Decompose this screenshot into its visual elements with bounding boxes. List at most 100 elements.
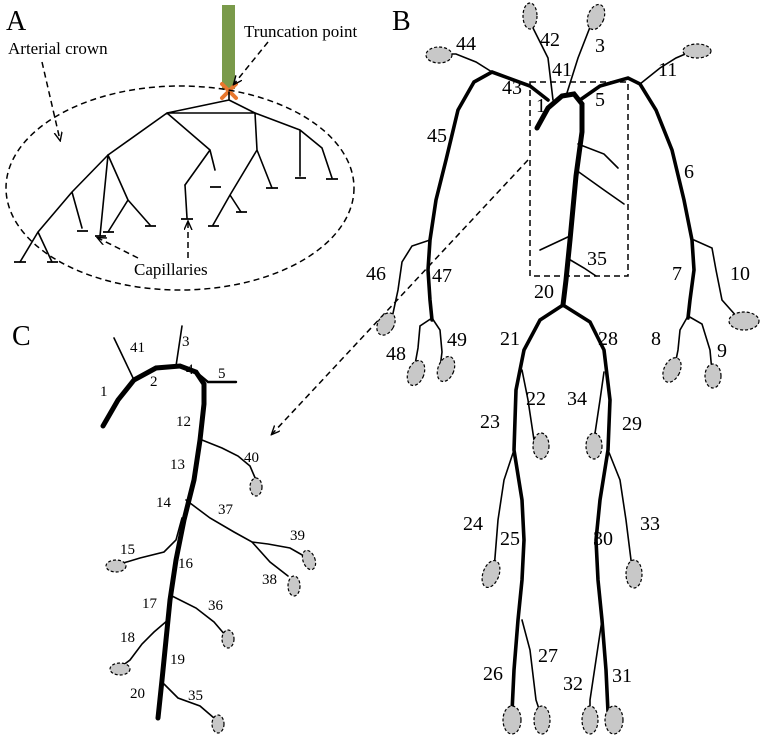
- label-b-7: 7: [672, 263, 682, 285]
- panel-a-label: A: [6, 6, 27, 37]
- label-b-10: 10: [730, 263, 750, 285]
- label-c-20: 20: [130, 686, 145, 702]
- vessel-27: [521, 619, 541, 713]
- label-b-42: 42: [540, 29, 560, 51]
- zoom-region-box: [529, 81, 629, 277]
- vessel-c-40: [201, 439, 257, 481]
- zoom-arrow: [272, 159, 529, 434]
- truncated-vessel: [222, 5, 235, 89]
- vessel-3: [565, 21, 593, 97]
- vessel-c-38: [251, 541, 289, 577]
- vessel-22: [521, 369, 535, 441]
- label-b-20: 20: [534, 281, 554, 303]
- vessel-33: [607, 449, 633, 569]
- arterial-crown-label: Arterial crown: [8, 39, 108, 58]
- label-b-32: 32: [563, 673, 583, 695]
- label-b-8: 8: [651, 328, 661, 350]
- label-b-33: 33: [640, 513, 660, 535]
- label-b-44: 44: [456, 33, 476, 55]
- label-b-9: 9: [717, 340, 727, 362]
- label-c-40: 40: [244, 450, 259, 466]
- label-b-34: 34: [567, 388, 587, 410]
- vessel-11: [639, 51, 691, 85]
- vascular-beds-b: [376, 2, 760, 735]
- aorta: [534, 91, 585, 308]
- label-c-14: 14: [156, 495, 172, 511]
- arterial-crown-arrow: [41, 61, 60, 140]
- arterial-crown-outline: [5, 85, 355, 291]
- truncation-marker-icon: [220, 82, 238, 100]
- vessel-6: [578, 76, 696, 320]
- vessel-left-leg: [510, 303, 565, 714]
- label-b-46: 46: [366, 263, 386, 285]
- label-c-37: 37: [218, 502, 234, 518]
- vessel-right-leg: [561, 303, 612, 714]
- vascular-beds-c: [105, 477, 317, 734]
- label-b-27: 27: [538, 645, 558, 667]
- label-b-11: 11: [658, 59, 677, 81]
- label-b-24: 24: [463, 513, 483, 535]
- label-b-41: 41: [552, 59, 572, 81]
- vessel-branch-15: [539, 235, 571, 251]
- label-b-6: 6: [684, 161, 694, 183]
- label-b-35: 35: [587, 248, 607, 270]
- label-b-28: 28: [598, 328, 618, 350]
- label-b-48: 48: [386, 343, 406, 365]
- label-b-30: 30: [593, 528, 613, 550]
- label-c-39: 39: [290, 528, 305, 544]
- label-b-45: 45: [427, 125, 447, 147]
- vessel-24: [493, 449, 515, 571]
- panel-b-label: B: [392, 6, 411, 37]
- label-b-22: 22: [526, 388, 546, 410]
- vessel-48: [413, 317, 433, 371]
- label-b-43: 43: [502, 77, 522, 99]
- capillaries-label: Capillaries: [134, 260, 208, 279]
- label-b-5: 5: [595, 89, 605, 111]
- label-c-38: 38: [262, 572, 277, 588]
- vessel-c-15: [119, 517, 183, 565]
- vessel-c-36: [171, 595, 227, 637]
- label-b-1: 1: [536, 95, 546, 117]
- label-b-23: 23: [480, 411, 500, 433]
- vessel-labels-c: 1 2 3 4 5 12 13 14 15 16 17 18 19 20 35 …: [100, 334, 305, 704]
- label-b-47: 47: [432, 265, 452, 287]
- label-c-5: 5: [218, 366, 226, 382]
- vessel-branch-37: [575, 169, 625, 205]
- vessel-45: [426, 70, 550, 322]
- vessel-branch-40: [577, 143, 619, 169]
- label-b-49: 49: [447, 329, 467, 351]
- panel-c-label: C: [12, 321, 31, 352]
- vessel-42: [529, 21, 554, 101]
- truncation-point-label: Truncation point: [244, 22, 357, 41]
- vessel-labels-b: 1 3 5 6 7 8 9 10 11 20 21 22 23 24 25 26…: [366, 29, 750, 695]
- vessel-branch-35: [566, 257, 597, 277]
- capillaries-arrow-left: [98, 238, 139, 259]
- label-c-12: 12: [176, 414, 191, 430]
- label-c-19: 19: [170, 652, 185, 668]
- label-c-15: 15: [120, 542, 135, 558]
- vessel-c-35: [163, 683, 215, 719]
- vessel-46: [391, 239, 431, 319]
- vessel-10: [693, 239, 739, 319]
- label-b-26: 26: [483, 663, 503, 685]
- vessel-49: [431, 317, 443, 369]
- panel-a: A Truncation point Arterial crown Capill…: [5, 5, 357, 291]
- label-b-29: 29: [622, 413, 642, 435]
- label-b-21: 21: [500, 328, 520, 350]
- label-c-17: 17: [142, 596, 158, 612]
- label-c-13: 13: [170, 457, 185, 473]
- panel-c: C 1 2 3 4 5 12: [12, 321, 317, 734]
- label-c-41: 41: [130, 340, 145, 356]
- vessel-c-5: [194, 370, 238, 384]
- vessel-9: [687, 315, 713, 373]
- label-c-1: 1: [100, 384, 108, 400]
- label-b-3: 3: [595, 35, 605, 57]
- vessel-c-37: [185, 499, 305, 557]
- vessel-c-41: [113, 337, 135, 381]
- label-c-36: 36: [208, 598, 224, 614]
- label-c-16: 16: [178, 556, 194, 572]
- label-c-4: 4: [186, 362, 194, 378]
- label-c-35: 35: [188, 688, 203, 704]
